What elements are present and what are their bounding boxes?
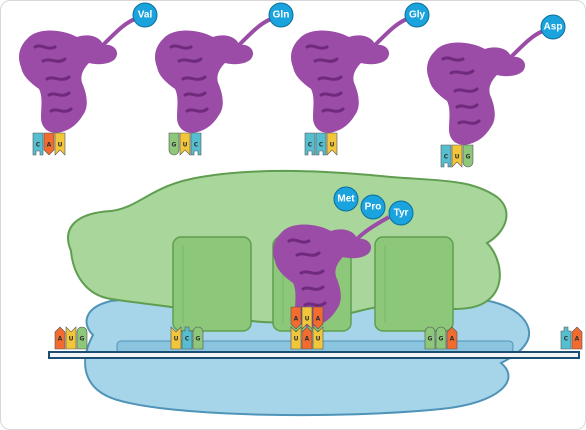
nucleotide-letter: U [174, 336, 179, 343]
nucleotide-G: G [168, 132, 180, 156]
nucleotide-letter: A [316, 316, 321, 323]
nucleotide-U: U [312, 326, 324, 350]
nucleotide-G: G [462, 144, 474, 168]
nucleotide-A: A [312, 306, 324, 330]
nucleotide-letter: A [575, 336, 580, 343]
nucleotide-C: C [315, 132, 327, 156]
nucleotide-G: G [192, 326, 204, 350]
nucleotide-G: G [76, 326, 88, 350]
amino-acid-label: Gln [273, 10, 290, 21]
acceptor-stem [509, 29, 544, 59]
nucleotide-letter: U [305, 316, 310, 323]
nucleotide-C: C [32, 132, 44, 156]
nucleotide-U: U [290, 326, 302, 350]
trna-body [289, 29, 391, 135]
nucleotide-G: G [435, 326, 447, 350]
amino-acid-label: Asp [544, 22, 563, 33]
nucleotide-A: A [446, 326, 458, 350]
amino-acid-label: Val [138, 10, 153, 21]
nucleotide-letter: U [455, 154, 460, 161]
nucleotide-U: U [179, 132, 191, 156]
nucleotide-letter: G [172, 142, 177, 149]
nucleotide-letter: C [444, 154, 449, 161]
nucleotide-letter: C [564, 336, 569, 343]
nucleotide-C: C [304, 132, 316, 156]
nucleotide-A: A [54, 326, 66, 350]
nucleotide-U: U [170, 326, 182, 350]
nucleotide-letter: C [319, 142, 324, 149]
nucleotide-letter: G [439, 336, 444, 343]
nucleotide-C: C [181, 326, 193, 350]
nucleotide-letter: G [196, 336, 201, 343]
nucleotide-letter: A [294, 316, 299, 323]
acceptor-stem [373, 17, 408, 47]
trna-body [153, 29, 255, 135]
bound-acceptor-stem [355, 215, 391, 241]
peptide-label: Tyr [394, 208, 409, 219]
amino-acid-val: Val [132, 2, 158, 28]
nucleotide-letter: C [194, 142, 199, 149]
ribosome-a-site [374, 236, 454, 332]
nucleotide-letter: U [69, 336, 74, 343]
trna-body [425, 41, 527, 147]
trna-body [17, 29, 119, 135]
ribosome-e-site [172, 236, 252, 332]
nucleotide-A: A [301, 326, 313, 350]
nucleotide-U: U [65, 326, 77, 350]
peptide-met: Met [333, 186, 359, 212]
nucleotide-letter: A [450, 336, 455, 343]
nucleotide-letter: G [466, 154, 471, 161]
acceptor-stem [101, 17, 136, 47]
peptide-label: Met [337, 194, 355, 205]
nucleotide-U: U [301, 306, 313, 330]
peptide-label: Pro [365, 202, 382, 213]
nucleotide-letter: A [47, 142, 52, 149]
nucleotide-letter: U [294, 336, 299, 343]
nucleotide-C: C [560, 326, 572, 350]
nucleotide-letter: U [316, 336, 321, 343]
nucleotide-letter: A [305, 336, 310, 343]
nucleotide-A: A [571, 326, 583, 350]
nucleotide-letter: C [185, 336, 190, 343]
acceptor-stem [237, 17, 272, 47]
nucleotide-A: A [43, 132, 55, 156]
nucleotide-letter: U [183, 142, 188, 149]
nucleotide-letter: U [58, 142, 63, 149]
nucleotide-letter: C [308, 142, 313, 149]
nucleotide-U: U [54, 132, 66, 156]
nucleotide-letter: U [330, 142, 335, 149]
nucleotide-G: G [424, 326, 436, 350]
nucleotide-C: C [190, 132, 202, 156]
peptide-tyr: Tyr [388, 200, 414, 226]
nucleotide-letter: C [36, 142, 41, 149]
peptide-pro: Pro [360, 194, 386, 220]
amino-acid-gly: Gly [404, 2, 430, 28]
nucleotide-letter: G [80, 336, 85, 343]
nucleotide-C: C [440, 144, 452, 168]
amino-acid-gln: Gln [268, 2, 294, 28]
amino-acid-label: Gly [409, 10, 426, 21]
nucleotide-U: U [451, 144, 463, 168]
nucleotide-U: U [326, 132, 338, 156]
nucleotide-A: A [290, 306, 302, 330]
nucleotide-letter: G [428, 336, 433, 343]
amino-acid-asp: Asp [540, 14, 566, 40]
mrna-strand [48, 351, 580, 359]
nucleotide-letter: A [58, 336, 63, 343]
